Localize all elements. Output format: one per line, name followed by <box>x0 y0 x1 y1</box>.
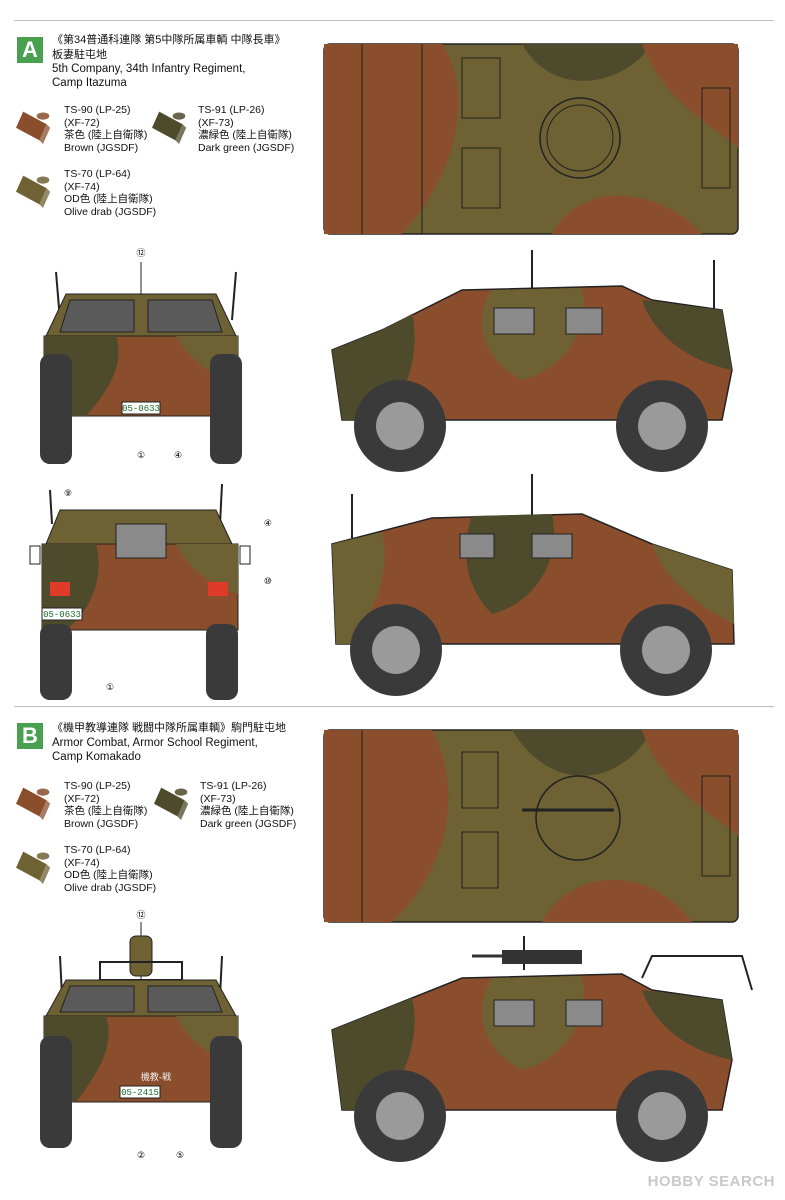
vehicle-front-view: 05-0633 ⑫ ① ④ <box>40 248 242 464</box>
paint-name-en: Brown (JGSDF) <box>64 817 139 830</box>
paint-code: TS-90 (LP-25) <box>64 104 131 116</box>
paint-tin-icon <box>152 784 192 820</box>
paint-name-jp: 濃緑色 (陸上自衛隊) <box>198 129 292 141</box>
callout-4: ④ <box>264 519 272 529</box>
callout-9: ⑨ <box>64 489 72 499</box>
paint-ref: (XF-72) <box>64 116 100 129</box>
paint-dark-green-b: TS-91 (LP-26) (XF-73) 濃緑色 (陸上自衛隊) Dark g… <box>200 780 296 830</box>
vehicle-top-view <box>323 43 739 235</box>
top-rule <box>14 20 774 21</box>
paint-ref: (XF-74) <box>64 180 100 193</box>
section-a-location-jp: 板妻駐屯地 <box>52 49 107 61</box>
paint-brown-a: TS-90 (LP-25) (XF-72) 茶色 (陸上自衛隊) Brown (… <box>64 104 147 154</box>
paint-name-jp: 濃緑色 (陸上自衛隊) <box>200 805 294 817</box>
section-divider <box>14 706 774 707</box>
vehicle-top-view <box>323 729 739 923</box>
callout-2: ② <box>137 1151 145 1161</box>
callout-4: ④ <box>174 451 182 461</box>
vehicle-front-view: 機教-戦 05-2415 ⑫ ② ⑤ <box>40 910 242 1161</box>
paint-name-en: Dark green (JGSDF) <box>200 817 297 830</box>
paint-code: TS-91 (LP-26) <box>198 104 265 116</box>
paint-ref: (XF-73) <box>200 792 236 805</box>
paint-tin-icon <box>14 172 54 208</box>
front-plate-a: 05-0633 <box>122 404 160 414</box>
callout-12: ⑫ <box>136 910 145 921</box>
paint-dark-green-a: TS-91 (LP-26) (XF-73) 濃緑色 (陸上自衛隊) Dark g… <box>198 104 294 154</box>
paint-name-en: Dark green (JGSDF) <box>198 141 295 154</box>
front-plate-b: 05-2415 <box>121 1088 159 1098</box>
section-b-title-jp: 《機甲教導連隊 戦闘中隊所属車輌》駒門駐屯地 <box>52 722 287 734</box>
callout-1: ① <box>106 683 114 693</box>
section-b-letter: B <box>22 723 38 748</box>
section-b-badge: B <box>17 723 43 749</box>
section-a-title-en-2: Camp Itazuma <box>52 77 127 89</box>
paint-olive-drab-a: TS-70 (LP-64) (XF-74) OD色 (陸上自衛隊) Olive … <box>64 168 156 218</box>
callout-5: ⑤ <box>176 1151 184 1161</box>
callout-12: ⑫ <box>136 248 145 259</box>
paint-name-en: Brown (JGSDF) <box>64 141 139 154</box>
paint-code: TS-90 (LP-25) <box>64 780 131 792</box>
section-a-title-jp: 《第34普通科連隊 第5中隊所属車輌 中隊長車》 <box>52 34 286 46</box>
paint-name-en: Olive drab (JGSDF) <box>64 881 157 894</box>
unit-marking-b: 機教-戦 <box>141 1071 171 1083</box>
paint-name-en: Olive drab (JGSDF) <box>64 205 157 218</box>
vehicle-side-view <box>331 474 735 696</box>
section-a-title-en-1: 5th Company, 34th Infantry Regiment, <box>52 63 246 75</box>
paint-brown-b: TS-90 (LP-25) (XF-72) 茶色 (陸上自衛隊) Brown (… <box>64 780 147 830</box>
section-a-badge: A <box>17 37 43 63</box>
section-b-title-en-2: Camp Komakado <box>52 751 141 763</box>
paint-code: TS-91 (LP-26) <box>200 780 267 792</box>
rear-plate-a: 05-0633 <box>43 610 81 620</box>
paint-ref: (XF-73) <box>198 116 234 129</box>
paint-tin-icon <box>14 108 54 144</box>
paint-name-jp: OD色 (陸上自衛隊) <box>64 193 153 205</box>
paint-code: TS-70 (LP-64) <box>64 168 131 180</box>
section-a-letter: A <box>22 37 38 62</box>
section-b-title-en-1: Armor Combat, Armor School Regiment, <box>52 737 258 749</box>
paint-name-jp: 茶色 (陸上自衛隊) <box>64 129 148 141</box>
paint-olive-drab-b: TS-70 (LP-64) (XF-74) OD色 (陸上自衛隊) Olive … <box>64 844 156 894</box>
vehicle-side-view <box>331 936 753 1162</box>
vehicle-side-view <box>331 250 733 472</box>
callout-1: ① <box>137 451 145 461</box>
paint-tin-icon <box>14 784 54 820</box>
watermark: HOBBY SEARCH <box>647 1173 775 1190</box>
paint-tin-icon <box>14 848 54 884</box>
paint-tin-icon <box>150 108 190 144</box>
paint-ref: (XF-74) <box>64 856 100 869</box>
paint-name-jp: 茶色 (陸上自衛隊) <box>64 805 148 817</box>
callout-10: ⑩ <box>264 577 272 587</box>
vehicle-rear-view: 05-0633 ⑨ ④ ⑩ ① <box>29 483 272 700</box>
paint-ref: (XF-72) <box>64 792 100 805</box>
paint-name-jp: OD色 (陸上自衛隊) <box>64 869 153 881</box>
paint-code: TS-70 (LP-64) <box>64 844 131 856</box>
